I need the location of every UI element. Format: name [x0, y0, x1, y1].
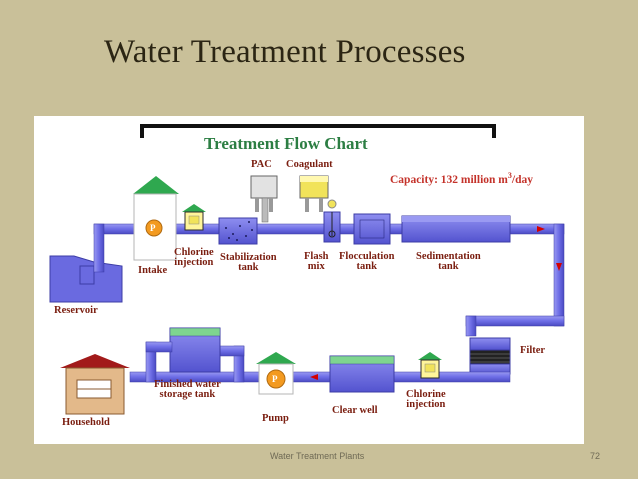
flow-arrow-3: [310, 374, 318, 380]
capacity-superscript: 3: [507, 171, 512, 180]
page-number: 72: [590, 451, 601, 461]
label-flocculation: Flocculation tank: [339, 251, 395, 272]
label-finished: Finished water storage tank: [154, 379, 221, 400]
label-stabilization: Stabilization tank: [220, 252, 277, 273]
label-reservoir: Reservoir: [54, 305, 98, 316]
pipe-filter-riser: [465, 315, 477, 337]
chart-title: Treatment Flow Chart: [204, 134, 368, 153]
pump-station: [256, 352, 296, 395]
flow-chart-panel: Treatment Flow Chart Capacity: 132 milli…: [34, 116, 584, 444]
chlorine-injection-1: [182, 204, 206, 231]
sedimentation-tank: [401, 215, 511, 243]
slide-title: Water Treatment Processes: [104, 34, 466, 70]
flow-arrow-1: [537, 226, 545, 232]
finished-storage-tank: [169, 327, 221, 373]
household: [60, 354, 130, 415]
stabilization-tank: [218, 217, 258, 245]
flocculation-tank: [353, 213, 391, 245]
label-household: Household: [62, 417, 110, 428]
capacity-prefix: Capacity: 132 million m: [390, 173, 508, 186]
pipe-storage-feed: [145, 341, 173, 353]
label-intake: Intake: [138, 265, 168, 276]
label-chlorine-1: Chlorine injection: [174, 247, 214, 268]
label-coagulant: Coagulant: [286, 159, 333, 170]
label-flash-mix: Flash mix: [304, 251, 329, 272]
label-pump: Pump: [262, 413, 289, 424]
label-p2: P: [272, 374, 278, 384]
pipe-lower-main: [129, 371, 511, 383]
flash-mix: [323, 211, 341, 243]
label-chlorine-2: Chlorine injection: [406, 389, 446, 410]
capacity-label: Capacity: 132 million m3/day: [390, 171, 533, 186]
top-bracket: [140, 124, 496, 138]
intake: [133, 176, 179, 261]
label-clear-well: Clear well: [332, 405, 378, 416]
pipe-reservoir-riser: [93, 223, 105, 273]
pipe-right-vertical: [553, 223, 565, 327]
footer-text: Water Treatment Plants: [270, 451, 365, 461]
label-sedimentation: Sedimentation tank: [416, 251, 481, 272]
pac-hopper: [250, 175, 278, 223]
label-pac: PAC: [251, 159, 272, 170]
pipe-right-to-filter: [465, 315, 565, 327]
flow-arrow-2: [556, 263, 562, 271]
flow-diagram: [49, 124, 565, 415]
clear-well: [329, 355, 395, 393]
chlorine-injection-2: [418, 352, 442, 379]
label-p1: P: [150, 223, 156, 233]
label-filter: Filter: [520, 345, 546, 356]
reservoir: [49, 255, 123, 303]
coagulant-hopper: [299, 175, 337, 212]
capacity-suffix: /day: [511, 173, 533, 186]
filter: [469, 337, 511, 375]
